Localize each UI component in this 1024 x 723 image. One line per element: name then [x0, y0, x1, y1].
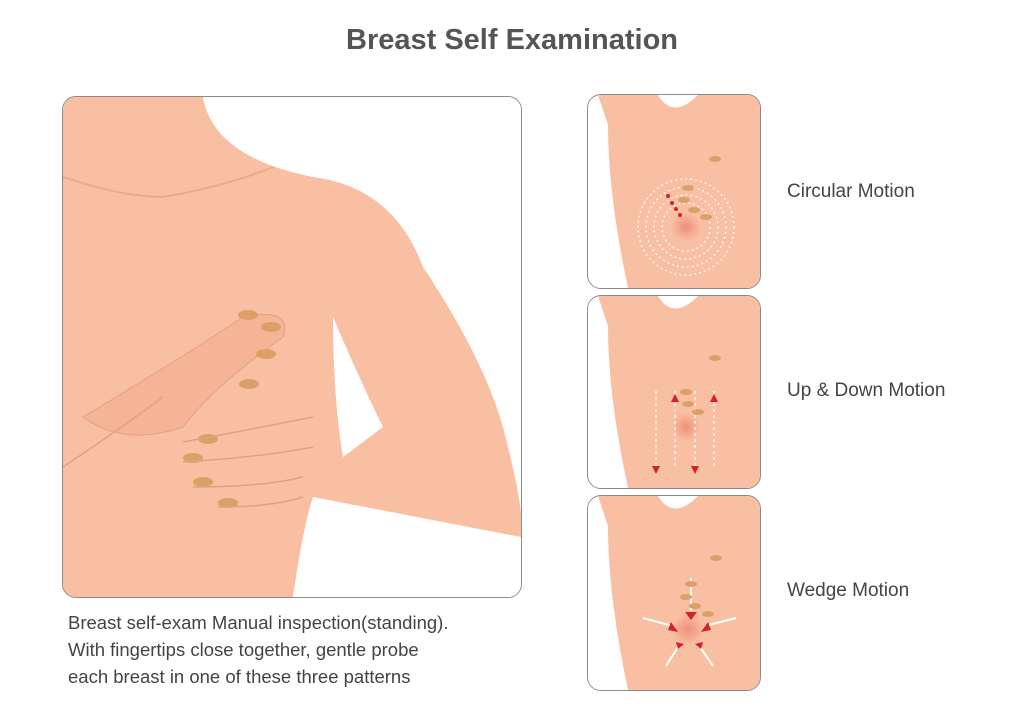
caption-line: each breast in one of these three patter…: [68, 666, 411, 687]
caption-line: With fingertips close together, gentle p…: [68, 639, 419, 660]
direction-arrows: [666, 194, 682, 217]
wedge-motion-illustration: [588, 496, 760, 690]
direction-arrows: [668, 612, 711, 649]
circular-path-dots: [637, 178, 735, 276]
circular-motion-illustration: [588, 95, 760, 288]
caption-line: Breast self-exam Manual inspection(stand…: [68, 612, 449, 633]
label-up-down-motion: Up & Down Motion: [787, 380, 946, 401]
label-wedge-motion: Wedge Motion: [787, 580, 910, 601]
label-circular-motion: Circular Motion: [787, 181, 915, 202]
panel-wedge-motion: [587, 495, 761, 691]
vertical-path-lines: [655, 391, 715, 468]
up-down-motion-illustration: [588, 296, 760, 488]
page-title: Breast Self Examination: [346, 24, 678, 56]
caption: Breast self-exam Manual inspection(stand…: [68, 609, 448, 690]
main-illustration: [62, 96, 522, 598]
standing-exam-figure: [63, 97, 521, 597]
panel-up-down-motion: [587, 295, 761, 489]
direction-arrows: [652, 394, 718, 474]
panel-circular-motion: [587, 94, 761, 289]
